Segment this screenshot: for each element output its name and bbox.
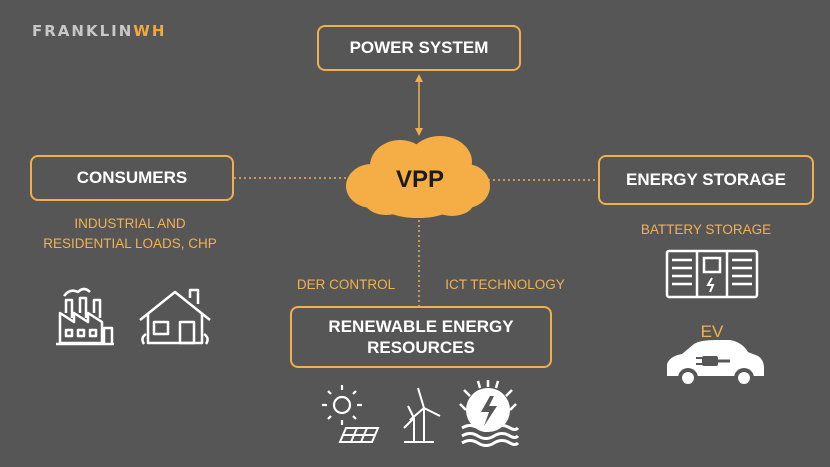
consumers-description-line2: RESIDENTIAL LOADS, CHP [43,235,217,251]
der-control-label: DER CONTROL [296,277,396,292]
renewable-energy-node: RENEWABLE ENERGY RESOURCES [290,306,552,368]
vpp-cloud-icon [346,136,490,218]
consumers-description-line1: INDUSTRIAL AND [74,216,186,231]
logo-text-main: FRANKLIN [32,22,134,40]
consumers-label: CONSUMERS [76,168,188,188]
energy-storage-node: ENERGY STORAGE [598,155,814,205]
arrowhead-up [415,74,423,82]
ev-label: EV [700,322,724,341]
vpp-label: VPP [395,166,445,193]
energy-storage-label: ENERGY STORAGE [626,170,786,190]
wind-turbine-icon [403,387,441,443]
renewable-label-line2: RESOURCES [367,338,475,357]
battery-storage-icon [665,249,759,299]
ev-car-icon [667,340,764,388]
house-icon [139,288,211,345]
consumers-node: CONSUMERS [30,155,234,201]
solar-panel-icon [338,427,380,443]
factory-icon [56,287,114,346]
battery-storage-label: BATTERY STORAGE [640,222,772,237]
renewable-label-line1: RENEWABLE ENERGY [328,316,514,336]
ict-technology-label: ICT TECHNOLOGY [445,277,565,292]
power-system-node: POWER SYSTEM [317,25,521,71]
sun-icon [322,385,362,425]
consumers-description: INDUSTRIAL AND RESIDENTIAL LOADS, CHP [28,214,232,253]
logo-text-accent: WH [133,22,167,40]
arrowhead-down [415,128,423,136]
franklinwh-logo: FRANKLINWH [32,22,166,40]
hydro-energy-icon [459,380,520,447]
power-system-label: POWER SYSTEM [349,38,489,58]
